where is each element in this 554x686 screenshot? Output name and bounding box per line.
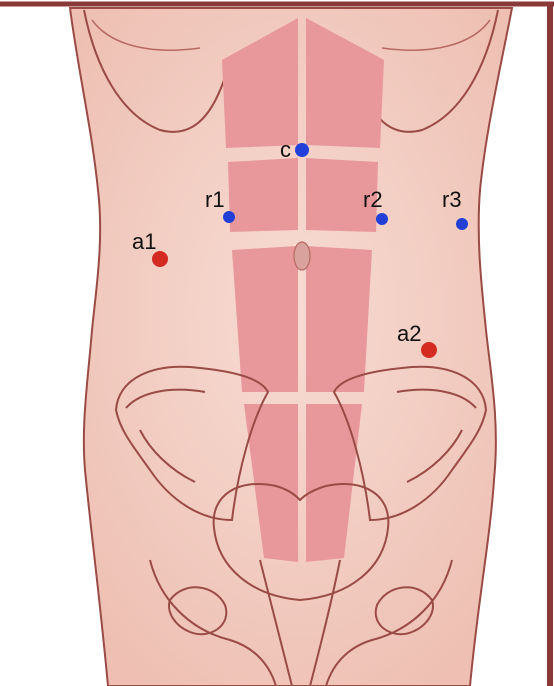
port-c-marker — [295, 143, 309, 157]
port-r1-marker — [223, 211, 235, 223]
port-r3-label: r3 — [442, 187, 462, 212]
muscle-block — [232, 246, 298, 392]
muscle-block — [306, 246, 372, 392]
port-a2-label: a2 — [397, 321, 421, 346]
port-r2-marker — [376, 213, 388, 225]
port-a2-marker — [421, 342, 437, 358]
port-a1-label: a1 — [132, 229, 156, 254]
port-r1-label: r1 — [205, 187, 225, 212]
port-r3-marker — [456, 218, 468, 230]
port-c-label: c — [280, 137, 291, 162]
port-r2-label: r2 — [363, 187, 383, 212]
umbilicus — [294, 242, 310, 270]
muscle-block — [228, 158, 298, 232]
